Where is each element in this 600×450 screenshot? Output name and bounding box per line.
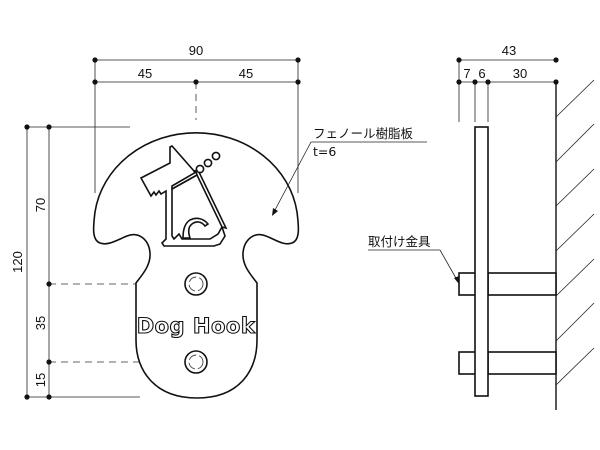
dim-point bbox=[92, 57, 98, 63]
decorative-dot-icon bbox=[195, 164, 205, 174]
dim-point bbox=[24, 394, 30, 400]
dim-point bbox=[193, 79, 199, 85]
decorative-dot-icon bbox=[203, 158, 213, 168]
standoff-lower bbox=[487, 351, 557, 375]
standoff-upper bbox=[487, 272, 557, 296]
wall-hatch bbox=[555, 347, 595, 386]
dog-engraving bbox=[139, 145, 228, 247]
dim-label-half-width-left: 45 bbox=[138, 66, 152, 81]
side-dimension-group: 43 7 6 30 bbox=[456, 43, 559, 122]
dim-label-bracket-offset: 7 bbox=[463, 66, 470, 81]
wall-hatch bbox=[555, 168, 595, 207]
plate-outline bbox=[92, 132, 300, 399]
dim-point bbox=[46, 359, 52, 365]
decorative-dot-icon bbox=[211, 151, 221, 161]
dim-point bbox=[472, 79, 478, 85]
dim-label-overall-depth: 43 bbox=[502, 43, 516, 58]
wall-hatch bbox=[555, 302, 595, 342]
wall-hatch bbox=[555, 79, 595, 118]
dim-point bbox=[24, 124, 30, 130]
callout-arrowhead-icon bbox=[454, 276, 459, 284]
dim-point bbox=[92, 79, 98, 85]
dim-point bbox=[485, 79, 491, 85]
callout-leader bbox=[439, 249, 458, 281]
dim-point bbox=[295, 79, 301, 85]
dog-collar bbox=[171, 170, 198, 191]
mounting-hardware bbox=[458, 272, 557, 375]
hardware-callout: 取付け金具 bbox=[368, 234, 459, 284]
dim-point bbox=[46, 281, 52, 287]
dim-label-plate-thickness: 6 bbox=[478, 66, 485, 81]
material-label: フェノール樹脂板 bbox=[313, 126, 414, 141]
mounting-hole-lower bbox=[184, 350, 208, 374]
mounting-hole-upper bbox=[184, 272, 208, 296]
dim-label-bottom-offset: 15 bbox=[33, 373, 48, 387]
dim-label-standoff: 30 bbox=[513, 66, 527, 81]
dim-point bbox=[295, 57, 301, 63]
wall-hatch bbox=[555, 258, 595, 297]
material-callout: フェノール樹脂板 t=6 bbox=[272, 126, 427, 216]
dim-label-upper-height: 70 bbox=[33, 198, 48, 212]
brand-text: Dog Hook bbox=[137, 314, 256, 338]
wall bbox=[555, 79, 595, 410]
wall-hatch bbox=[555, 123, 595, 163]
hardware-label: 取付け金具 bbox=[368, 234, 431, 249]
dim-label-half-width-right: 45 bbox=[239, 66, 253, 81]
dim-point bbox=[46, 394, 52, 400]
dim-point bbox=[456, 79, 462, 85]
wall-hatch bbox=[555, 213, 595, 252]
dim-label-overall-width: 90 bbox=[189, 43, 203, 58]
dim-point bbox=[456, 57, 462, 63]
dog-tail-hook bbox=[182, 217, 210, 239]
dim-label-hole-spacing: 35 bbox=[33, 316, 48, 330]
dog-silhouette bbox=[139, 145, 226, 247]
callout-leader bbox=[274, 141, 312, 211]
dim-point bbox=[553, 57, 559, 63]
bracket-cap-lower bbox=[458, 351, 477, 375]
dim-point bbox=[46, 124, 52, 130]
dim-label-overall-height: 120 bbox=[10, 251, 25, 273]
thickness-label: t=6 bbox=[313, 144, 336, 159]
top-dimension-group: 90 45 45 bbox=[92, 43, 301, 193]
bracket-cap-upper bbox=[458, 272, 477, 296]
callout-arrowhead-icon bbox=[272, 208, 278, 216]
plate-side-view bbox=[474, 126, 489, 397]
